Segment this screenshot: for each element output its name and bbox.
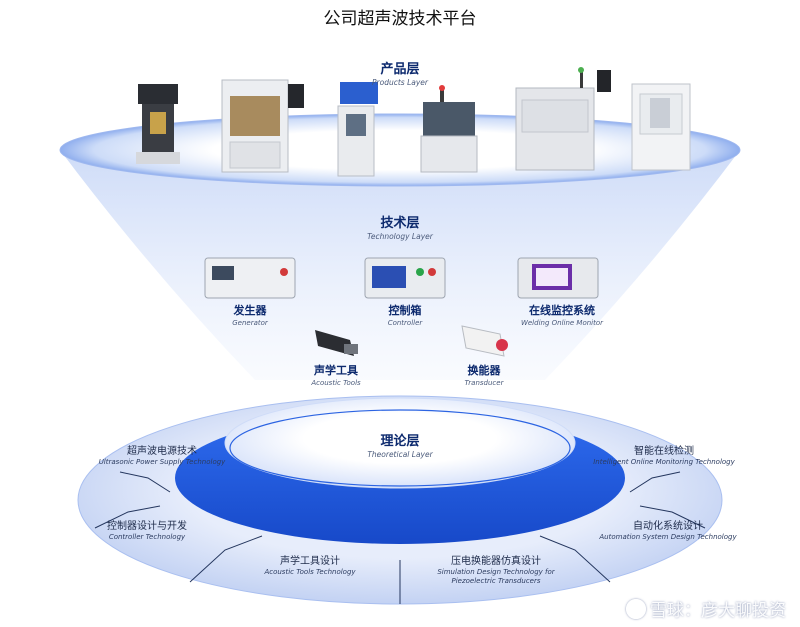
- theory-item-label: 声学工具设计: [279, 556, 340, 567]
- tech-item-label: 发生器: [233, 304, 267, 317]
- snowball-logo-icon: [626, 599, 646, 619]
- theory-layer-caption: 理论层 Theoretical Layer: [367, 430, 432, 459]
- theory-inner-outline: [229, 409, 571, 487]
- product-layer-title: 产品层: [380, 62, 420, 77]
- theory-item-transducer-simulation: 压电换能器仿真设计 Simulation Design Technology f…: [437, 552, 554, 585]
- tech-item-sublabel: Transducer: [464, 379, 504, 387]
- theory-item-automation: 自动化系统设计 Automation System Design Technol…: [599, 517, 736, 541]
- theory-item-controller-design: 控制器设计与开发 Controller Technology: [107, 517, 187, 541]
- technology-layer-subtitle: Technology Layer: [367, 232, 433, 241]
- theory-inner-disc: [224, 397, 576, 489]
- page-title: 公司超声波技术平台: [323, 9, 477, 29]
- tech-item-sublabel: Generator: [232, 319, 268, 327]
- tech-item-transducer: 换能器 Transducer: [465, 362, 504, 387]
- tech-item-acoustic-tools: 声学工具 Acoustic Tools: [311, 362, 360, 387]
- tech-item-label: 声学工具: [314, 364, 358, 377]
- theory-item-label: 压电换能器仿真设计: [450, 556, 541, 567]
- theory-item-sublabel-2: Piezoelectric Transducers: [451, 577, 541, 585]
- product-machine-6: [631, 83, 691, 171]
- theory-item-sublabel: Controller Technology: [108, 533, 186, 541]
- tech-item-label: 换能器: [467, 364, 501, 377]
- watermark: 雪球：彦大聊投资: [626, 596, 786, 621]
- tech-item-monitor: 在线监控系统 Welding Online Monitor: [521, 302, 603, 327]
- theory-item-label: 自动化系统设计: [632, 521, 703, 532]
- product-layer-caption: 产品层 Products Layer: [372, 58, 428, 87]
- theory-item-sublabel: Simulation Design Technology for: [437, 568, 555, 576]
- product-machine-4: [420, 85, 478, 173]
- product-machine-2: [221, 79, 304, 173]
- transducer-device: [461, 325, 508, 357]
- tech-item-sublabel: Controller: [387, 319, 423, 327]
- watermark-text: 雪球：彦大聊投资: [650, 601, 786, 621]
- product-machine-3: [337, 82, 378, 177]
- theory-item-label: 超声波电源技术: [127, 446, 197, 457]
- theory-item-power-supply: 超声波电源技术 Ultrasonic Power Supply Technolo…: [99, 442, 226, 466]
- acoustic-tool-device: [315, 330, 358, 356]
- theory-layer-title: 理论层: [380, 434, 420, 449]
- product-machine-5: [515, 67, 611, 171]
- technology-layer-caption: 技术层 Technology Layer: [367, 212, 433, 241]
- tech-item-sublabel: Welding Online Monitor: [520, 319, 604, 327]
- theory-item-label: 智能在线检测: [633, 446, 694, 457]
- theory-layer-subtitle: Theoretical Layer: [367, 450, 433, 459]
- theory-item-sublabel: Acoustic Tools Technology: [264, 568, 356, 576]
- tech-item-label: 控制箱: [388, 304, 422, 317]
- controller-device: [364, 257, 446, 299]
- product-machine-1: [136, 84, 180, 164]
- theory-item-online-monitoring: 智能在线检测 Intelligent Online Monitoring Tec…: [593, 442, 735, 466]
- tech-item-sublabel: Acoustic Tools: [311, 379, 361, 387]
- product-layer-subtitle: Products Layer: [372, 78, 428, 87]
- generator-device: [204, 257, 296, 299]
- tech-item-generator: 发生器 Generator: [232, 302, 268, 327]
- theory-item-sublabel: Ultrasonic Power Supply Technology: [98, 458, 226, 466]
- theory-item-label: 控制器设计与开发: [107, 521, 187, 532]
- theory-item-sublabel: Automation System Design Technology: [599, 533, 737, 541]
- monitor-device: [517, 257, 599, 299]
- tech-item-label: 在线监控系统: [529, 304, 595, 317]
- segment-dividers: [94, 471, 706, 604]
- theory-item-acoustic-tools: 声学工具设计 Acoustic Tools Technology: [264, 552, 355, 576]
- theory-item-sublabel: Intelligent Online Monitoring Technology: [593, 458, 735, 466]
- tech-item-controller: 控制箱 Controller: [388, 302, 423, 327]
- technology-layer-title: 技术层: [380, 216, 420, 231]
